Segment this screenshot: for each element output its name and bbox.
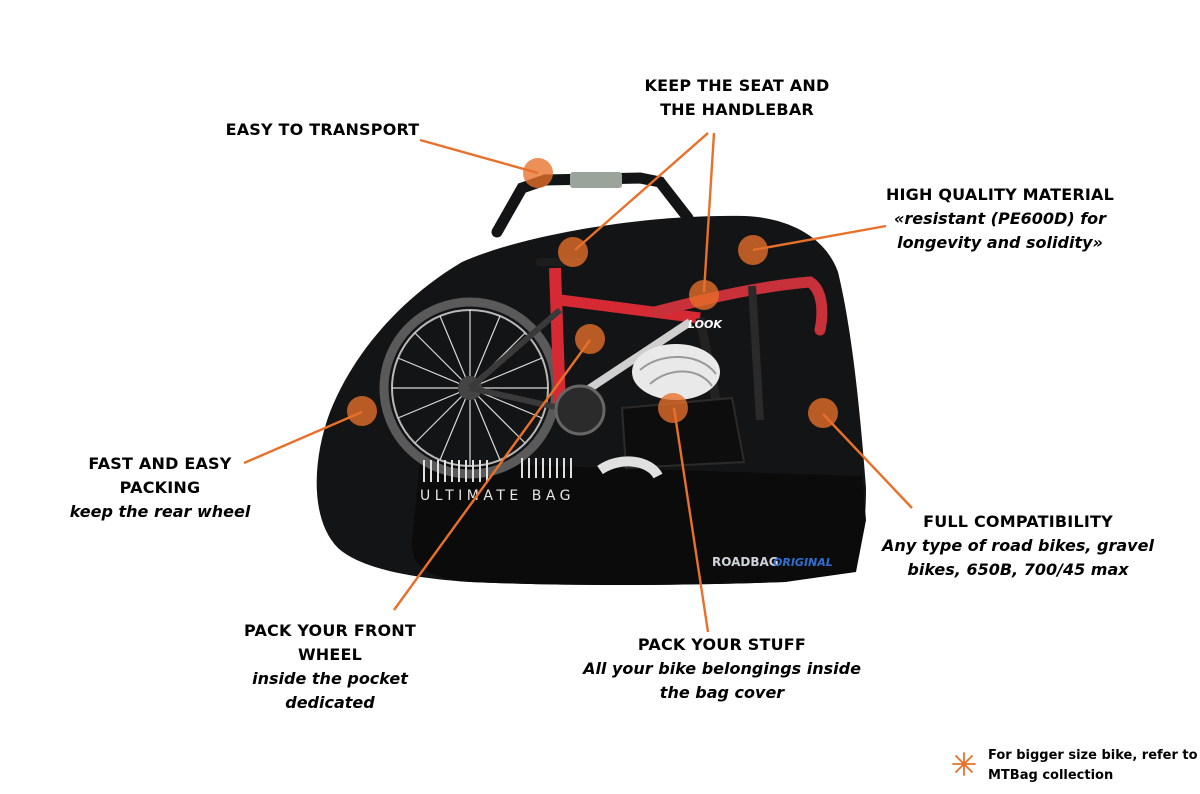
leader-compat (822, 413, 913, 509)
leader-packing (243, 410, 363, 465)
frame-logo-text: LOOK (688, 318, 723, 331)
asterisk-icon (952, 752, 976, 776)
callout-front-wheel-title-line1: PACK YOUR FRONT (243, 621, 416, 640)
bag-model-text: ROADBAG (712, 555, 779, 569)
callout-material: HIGH QUALITY MATERIAL «resistant (PE600D… (860, 183, 1140, 255)
callout-stuff-title: PACK YOUR STUFF (637, 635, 807, 654)
inner-pocket (620, 396, 746, 470)
helmet (632, 344, 720, 400)
leader-material (752, 224, 887, 252)
callout-seat-title-line2: THE HANDLEBAR (660, 100, 814, 119)
footnote-line2: MTBag collection (988, 768, 1114, 783)
print-swoosh (597, 456, 663, 479)
callout-dots (347, 158, 838, 428)
leader-front-wheel (393, 339, 591, 611)
callout-packing-title-line1: FAST AND EASY (88, 454, 232, 473)
footnote-line1: For bigger size bike, refer to (988, 748, 1198, 763)
callout-front-wheel-title-line2: WHEEL (297, 645, 363, 664)
handle-grip (570, 172, 622, 188)
callout-transport-title: EASY TO TRANSPORT (225, 120, 420, 139)
footnote-text: For bigger size bike, refer to MTBag col… (988, 746, 1198, 786)
handlebar (649, 276, 828, 336)
dot-handlebar (689, 280, 719, 310)
callout-material-sub-line1: «resistant (PE600D) for (893, 209, 1107, 228)
print-stripes (423, 458, 572, 482)
dot-seat (558, 237, 588, 267)
dot-material (738, 235, 768, 265)
callout-seat: KEEP THE SEAT AND THE HANDLEBAR (612, 74, 862, 122)
callout-compat-sub-line2: bikes, 650B, 700/45 max (907, 560, 1129, 579)
callout-stuff: PACK YOUR STUFF All your bike belongings… (572, 633, 872, 705)
callout-packing-sub: keep the rear wheel (69, 502, 251, 521)
bag-brand-text: ULTIMATE BAG (420, 488, 575, 504)
callout-packing-title-line2: PACKING (119, 478, 201, 497)
leader-seat (574, 132, 709, 251)
dot-packing (347, 396, 377, 426)
leader-stuff (672, 407, 710, 633)
bag-model-suffix-text: ORIGINAL (773, 556, 833, 569)
callout-material-sub-line2: longevity and solidity» (897, 233, 1103, 252)
callout-stuff-sub-line2: the bag cover (659, 683, 785, 702)
callout-front-wheel-sub-line2: dedicated (285, 693, 375, 712)
dot-compat (808, 398, 838, 428)
callout-front-wheel: PACK YOUR FRONT WHEEL inside the pocket … (215, 619, 445, 715)
dot-front-wheel (575, 324, 605, 354)
callout-compat-title: FULL COMPATIBILITY (923, 512, 1113, 531)
leader-handlebar (702, 132, 716, 293)
callout-transport: EASY TO TRANSPORT (215, 118, 430, 142)
leader-lines (243, 132, 913, 633)
callout-stuff-sub-line1: All your bike belongings inside (583, 659, 861, 678)
leader-transport (419, 138, 539, 175)
fork (748, 285, 764, 421)
bag-base (411, 462, 866, 585)
dot-stuff (658, 393, 688, 423)
callout-packing: FAST AND EASY PACKING keep the rear whee… (40, 452, 280, 524)
callout-compat-sub-line1: Any type of road bikes, gravel (882, 536, 1154, 555)
dot-transport (523, 158, 553, 188)
callout-compat: FULL COMPATIBILITY Any type of road bike… (868, 510, 1168, 582)
callout-front-wheel-sub-line1: inside the pocket (252, 669, 408, 688)
callout-seat-title-line1: KEEP THE SEAT AND (644, 76, 830, 95)
callout-material-title: HIGH QUALITY MATERIAL (885, 185, 1115, 204)
